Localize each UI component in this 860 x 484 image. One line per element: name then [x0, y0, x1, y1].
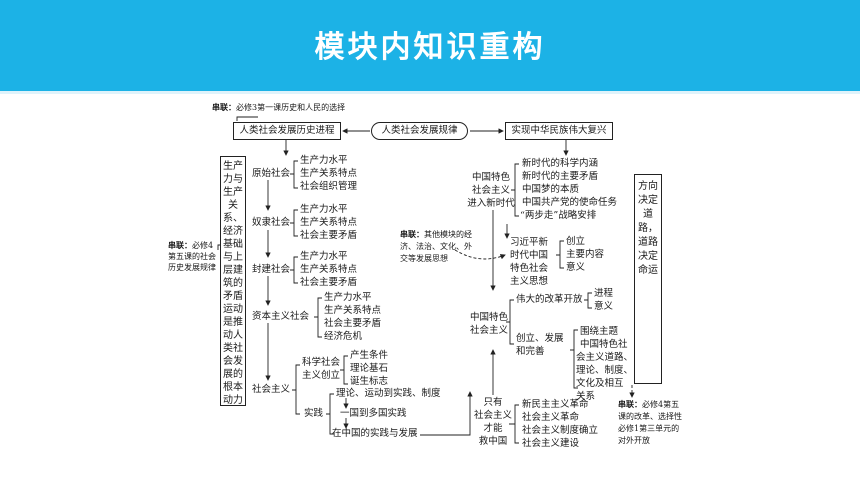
only-title: 只有: [483, 397, 503, 408]
stage-capitalist: 资本主义社会: [252, 311, 310, 322]
xi-item: 意义: [566, 262, 586, 273]
development-law-box: 人类社会发展规律: [371, 122, 468, 140]
xi-item: 主要内容: [566, 249, 605, 260]
top-link-note: 串联：必修3第一课历史和人民的选择: [212, 102, 345, 113]
stage-primitive: 原始社会: [252, 168, 291, 179]
right-link-text: 必修4第五课的改革、选择性必修1第三单元的对外开放: [618, 400, 682, 445]
page-title: 模块内知识重构: [314, 30, 546, 65]
right-link-note: 串联：必修4第五课的改革、选择性必修1第三单元的对外开放: [618, 398, 682, 447]
only-item: 社会主义制度确立: [522, 425, 599, 436]
history-process-box: 人类社会发展历史进程: [233, 122, 341, 140]
reform-item: 意义: [594, 301, 614, 312]
left-link-text: 必修4第五课的社会历史发展规律: [168, 241, 216, 272]
top-link-text: 必修3第一课历史和人民的选择: [236, 103, 346, 112]
create-item: 文化及相互: [576, 378, 624, 389]
new-era-item: 新时代的主要矛盾: [522, 171, 599, 182]
only-title: 才能: [483, 423, 503, 434]
create-item: 中国特色社: [580, 339, 628, 350]
middle-link-note: 串联：其他模块的经济、法治、文化、外交等发展思想: [400, 228, 478, 265]
slave-item: 社会主要矛盾: [300, 230, 358, 241]
rejuvenation-label: 实现中华民族伟大复兴: [511, 125, 607, 136]
new-era-item: “两步走”战略安排: [520, 210, 597, 221]
fundamental-force-text: 生产力与生产关系、经济基础与上层建筑的矛盾运动是推动人类社会发展的根本动力: [223, 161, 243, 406]
only-item: 社会主义建设: [522, 438, 580, 449]
direction-road-box: [634, 174, 662, 384]
practice-item: 在中国的实践与发展: [332, 428, 418, 439]
new-era-title: 进入新时代: [467, 198, 515, 209]
reform-title: 伟大的改革开放: [516, 294, 583, 305]
create-title: 创立、发展: [516, 333, 564, 344]
feudal-item: 生产关系特点: [300, 264, 358, 275]
new-era-item: 新时代的科学内涵: [522, 158, 599, 169]
rejuvenation-box: 实现中华民族伟大复兴: [505, 122, 613, 140]
xi-title: 时代中国: [510, 250, 549, 261]
science-title: 主义创立: [302, 370, 341, 381]
primitive-item: 社会组织管理: [300, 181, 358, 192]
middle-link-label: 串联：: [400, 229, 424, 239]
science-item: 诞生标志: [350, 376, 389, 387]
reform-item: 进程: [594, 288, 614, 299]
history-process-label: 人类社会发展历史进程: [239, 125, 335, 136]
only-title: 救中国: [478, 436, 508, 447]
science-title: 科学社会: [302, 357, 341, 368]
cs-title: 中国特色: [469, 312, 508, 323]
middle-link-text: 其他模块的经济、法治、文化、外交等发展思想: [400, 230, 472, 263]
science-item: 理论基石: [350, 363, 389, 374]
stage-feudal: 封建社会: [252, 264, 291, 275]
slave-item: 生产力水平: [300, 204, 348, 215]
primitive-item: 生产关系特点: [300, 168, 358, 179]
left-link-note: 串联：必修4第五课的社会历史发展规律: [168, 240, 218, 273]
cs-title: 社会主义: [469, 325, 508, 336]
xi-title: 特色社会: [510, 263, 549, 274]
left-link-label: 串联：: [168, 240, 192, 250]
primitive-item: 生产力水平: [300, 155, 348, 166]
development-law-label: 人类社会发展规律: [381, 125, 458, 136]
fundamental-force-box: [220, 156, 246, 406]
title-banner: [0, 0, 860, 91]
create-item: 会主义道路、: [576, 352, 634, 363]
new-era-item: 中国梦的本质: [522, 184, 580, 195]
practice-title: 实践: [304, 408, 324, 419]
xi-title: 主义思想: [510, 276, 549, 287]
capitalist-item: 生产力水平: [324, 292, 372, 303]
banner-divider: [0, 91, 860, 94]
capitalist-item: 经济危机: [324, 331, 363, 342]
only-item: 社会主义革命: [522, 412, 580, 423]
stage-slave: 奴隶社会: [252, 217, 291, 228]
practice-item: 理论、运动到实践、制度: [336, 388, 441, 399]
direction-road-text: 方向决定道路，道路决定命运: [638, 181, 658, 276]
create-item: 理论、制度、: [576, 365, 634, 376]
only-item: 新民主主义革命: [522, 399, 589, 410]
feudal-item: 生产力水平: [300, 251, 348, 262]
capitalist-item: 生产关系特点: [324, 305, 382, 316]
science-item: 产生条件: [350, 350, 389, 361]
create-item: 围绕主题: [580, 326, 619, 337]
create-item: 关系: [576, 391, 596, 402]
new-era-title: 中国特色: [471, 172, 510, 183]
practice-item: 一国到多国实践: [340, 408, 407, 419]
stage-socialism: 社会主义: [252, 384, 291, 395]
only-title: 社会主义: [473, 410, 512, 421]
capitalist-item: 社会主要矛盾: [324, 318, 382, 329]
slave-item: 生产关系特点: [300, 217, 358, 228]
feudal-item: 社会主要矛盾: [300, 277, 358, 288]
new-era-title: 社会主义: [471, 185, 510, 196]
link-label: 串联：: [212, 102, 236, 112]
create-title: 和完善: [516, 346, 545, 357]
new-era-item: 中国共产党的使命任务: [522, 197, 618, 208]
xi-title: 习近平新: [510, 237, 549, 248]
xi-item: 创立: [566, 236, 586, 247]
right-link-label: 串联：: [618, 399, 642, 409]
